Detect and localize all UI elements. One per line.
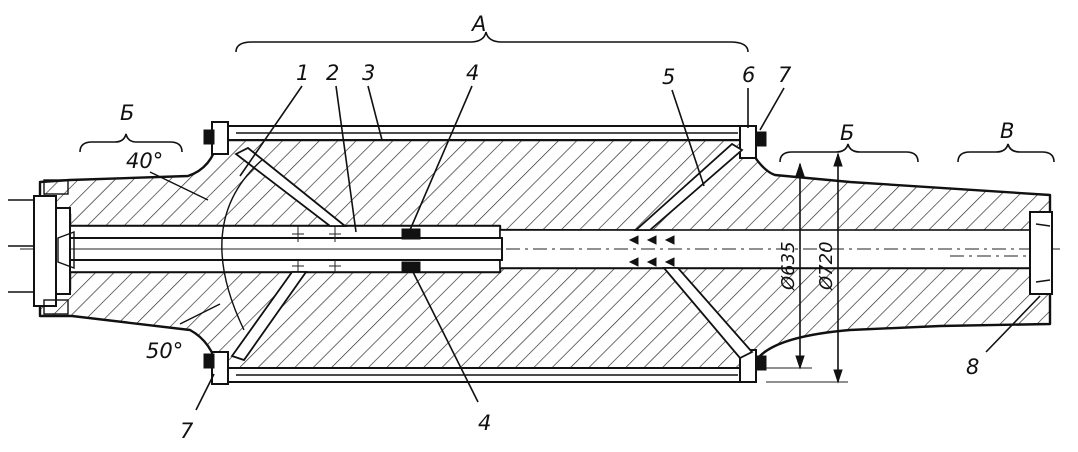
end-ring-top-right <box>739 125 757 159</box>
channel-left-lower <box>230 271 308 362</box>
end-cap-left <box>33 195 57 307</box>
label-angle-50: 50° <box>146 339 183 363</box>
bolt-icon <box>203 353 215 369</box>
brace-zone-b-right <box>779 143 919 163</box>
label-part-5: 5 <box>662 65 675 89</box>
angle-arc <box>221 159 263 331</box>
label-angle-40: 40° <box>126 149 163 173</box>
brace-zone-v <box>957 143 1055 163</box>
brace-zone-a <box>235 31 749 53</box>
central-bore <box>20 225 1060 273</box>
channel-left-upper <box>234 146 348 227</box>
roll-upper-half <box>38 138 1052 234</box>
label-part-7-top: 7 <box>778 63 792 87</box>
sleeve-part-3 <box>203 121 767 385</box>
seal-top <box>401 228 421 240</box>
label-part-8: 8 <box>966 355 979 379</box>
label-part-3: 3 <box>362 61 375 85</box>
right-end-plug <box>950 211 1053 295</box>
bolt-icon <box>755 131 767 147</box>
roll-lower-half <box>38 266 1052 372</box>
cooling-channels <box>230 142 754 362</box>
roll-body <box>38 138 1052 372</box>
label-zone-b-left: Б <box>120 101 134 125</box>
label-part-4-top: 4 <box>466 61 479 85</box>
left-end-cap <box>8 179 75 315</box>
label-zone-a: А <box>470 12 486 36</box>
bolt-icon <box>755 355 767 371</box>
seal-bottom <box>401 261 421 273</box>
label-diameter-635: Ø635 <box>778 241 799 291</box>
plug-part-8 <box>1029 211 1053 295</box>
diameter-dimensions <box>766 152 848 384</box>
label-diameter-720: Ø720 <box>816 241 837 291</box>
leader-lines <box>195 85 1041 411</box>
brace-zone-b-left <box>79 133 183 153</box>
label-part-1: 1 <box>296 61 309 85</box>
label-part-4-bottom: 4 <box>478 411 491 435</box>
label-part-6: 6 <box>742 63 755 87</box>
label-part-2: 2 <box>326 61 339 85</box>
channel-right-lower <box>662 267 754 360</box>
label-part-7-bottom: 7 <box>180 419 194 443</box>
flow-markers <box>292 226 675 272</box>
label-zone-b-right: Б <box>840 121 854 145</box>
bolt-icon <box>203 129 215 145</box>
label-zone-v: В <box>1000 119 1014 143</box>
